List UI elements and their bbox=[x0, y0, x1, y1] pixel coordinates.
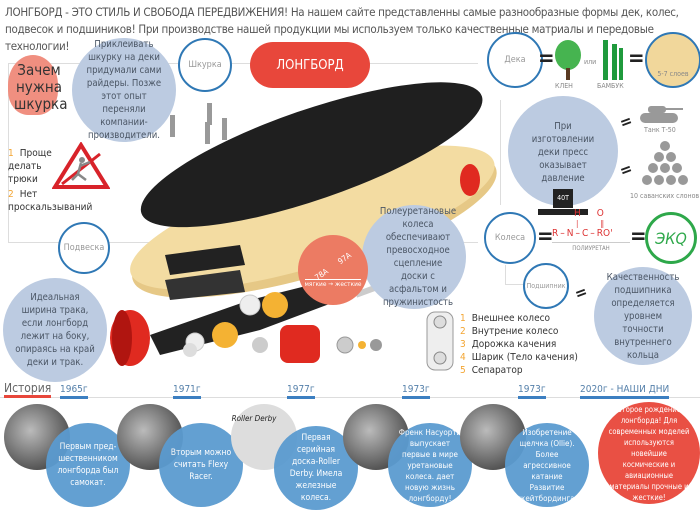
elephants-label: 10 саванских слонов bbox=[630, 192, 700, 200]
bearing-info: Качественность подшипника определяется у… bbox=[606, 271, 680, 361]
history-year[interactable]: 1965г bbox=[60, 384, 88, 399]
history-event: Вторым можно считать Flexy Racer. bbox=[159, 423, 243, 507]
longboard-illustration bbox=[110, 82, 497, 366]
grip-label: Шкурка bbox=[188, 60, 222, 70]
bamboo-icon bbox=[603, 40, 623, 80]
grip-question: Зачем нужна шкурка bbox=[14, 61, 68, 113]
wheels bbox=[110, 164, 480, 366]
grip-info-bubble: Приклеивать шкурку на деки придумали сам… bbox=[72, 38, 176, 142]
wheels-label: Колеса bbox=[494, 233, 526, 243]
plywood-circle: 5-7 слоев bbox=[645, 32, 700, 88]
history-event: Первым пред-шественником лонгборда был с… bbox=[46, 423, 130, 507]
bamboo-label: БАМБУК bbox=[597, 82, 624, 90]
bearing-info-bubble: Качественность подшипника определяется у… bbox=[594, 267, 692, 365]
wheels-label-circle[interactable]: Колеса bbox=[484, 212, 536, 264]
tank-label: Танк Т-50 bbox=[644, 126, 676, 134]
press-plate-icon bbox=[538, 209, 588, 215]
or-label: или bbox=[584, 58, 597, 66]
tank-icon bbox=[640, 106, 683, 123]
slip-warning-icon bbox=[52, 142, 110, 189]
hardness-caption: мягкие → жесткие bbox=[304, 279, 362, 288]
equals-sign: = bbox=[616, 110, 635, 133]
history-event-current: Второе рождение лонгборда! Для современн… bbox=[598, 402, 700, 504]
weight-icon: 40Т bbox=[553, 189, 573, 208]
title: ЛОНГБОРД bbox=[276, 57, 344, 73]
deck-label: Дека bbox=[504, 55, 526, 65]
layers-label: 5-7 слоев bbox=[657, 70, 689, 78]
hardness-hard: 97А bbox=[336, 250, 353, 267]
wheels-info-bubble: Полеуретановые колеса обеспечивают прево… bbox=[362, 205, 466, 309]
press-info: При изготовлении деки пресс оказывает да… bbox=[531, 121, 595, 184]
history-year[interactable]: 2020г - НАШИ ДНИ bbox=[580, 384, 670, 399]
equals-sign: = bbox=[571, 281, 590, 304]
bearing-cross-section-icon bbox=[426, 311, 454, 371]
title-badge: ЛОНГБОРД bbox=[250, 42, 370, 88]
history-year[interactable]: 1973г bbox=[402, 384, 430, 399]
connector-line bbox=[505, 265, 525, 285]
history-year[interactable]: 1973г bbox=[518, 384, 546, 399]
intro-text: ЛОНГБОРД - ЭТО СТИЛЬ И СВОБОДА ПЕРЕДВИЖЕ… bbox=[5, 5, 679, 53]
equals-sign: = bbox=[630, 224, 647, 249]
roller-derby-caption: Roller Derby bbox=[231, 414, 277, 423]
truck-info: Идеальная ширина трака, если лонгборд ле… bbox=[15, 292, 95, 368]
history-event: Изобретение щелчка (Ollie). Более агресс… bbox=[505, 423, 589, 507]
history-divider bbox=[0, 397, 700, 398]
bearing-parts bbox=[252, 325, 382, 363]
history-event: Первая серийная доска-Roller Derby. Имел… bbox=[274, 426, 358, 510]
press-info-bubble: При изготовлении деки пресс оказывает да… bbox=[508, 96, 618, 215]
eco-badge: ЭКQ bbox=[645, 212, 697, 264]
elephants-icon bbox=[642, 141, 688, 185]
truck-label: Подвеска bbox=[63, 243, 105, 253]
history-title: История bbox=[4, 381, 52, 398]
equals-sign: = bbox=[537, 224, 554, 249]
wheels-info: Полеуретановые колеса обеспечивают прево… bbox=[379, 206, 457, 308]
question-mark-bubble bbox=[8, 55, 58, 115]
frame-line bbox=[500, 100, 501, 205]
truck-washers bbox=[183, 292, 288, 357]
bearing-label: Подшипник bbox=[526, 282, 566, 290]
deck-label-circle[interactable]: Дека bbox=[487, 32, 543, 88]
maple-tree-icon bbox=[555, 40, 581, 80]
bearing-label-circle[interactable]: Подшипник bbox=[523, 263, 569, 309]
eco-label: ЭКQ bbox=[655, 228, 687, 248]
equals-sign: = bbox=[538, 46, 555, 71]
equals-sign: = bbox=[628, 46, 645, 71]
truck-label-circle[interactable]: Подвеска bbox=[58, 222, 110, 274]
history-year[interactable]: 1971г bbox=[173, 384, 201, 399]
screws bbox=[170, 103, 227, 144]
grip-tape bbox=[140, 82, 483, 228]
truck-baseplate bbox=[165, 245, 245, 300]
truck-info-bubble: Идеальная ширина трака, если лонгборд ле… bbox=[3, 278, 107, 382]
maple-label: КЛЕН bbox=[555, 82, 573, 90]
grip-info: Приклеивать шкурку на деки придумали сам… bbox=[86, 39, 162, 141]
equals-sign: = bbox=[616, 158, 635, 181]
grip-label-circle[interactable]: Шкурка bbox=[178, 38, 232, 92]
history-event: Френк Насуорти выпускает первые в мире у… bbox=[388, 423, 472, 507]
history-year[interactable]: 1977г bbox=[287, 384, 315, 399]
